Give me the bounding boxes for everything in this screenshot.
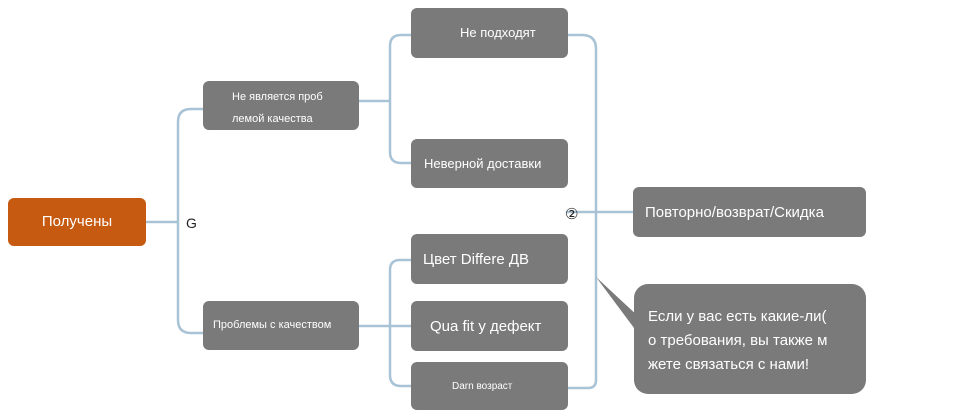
outcome-node[interactable]: Повторно/возврат/Скидка [633, 187, 866, 237]
callout-line2: о требования, вы также м [648, 332, 828, 349]
root-node[interactable]: Получены [8, 198, 146, 246]
connector-branch2-leaves [356, 258, 414, 388]
branch-quality-problems-label: Проблемы с качеством [213, 319, 332, 331]
leaf-not-fit[interactable]: Не подходят [411, 8, 568, 58]
step-marker: ② [565, 206, 579, 223]
connector-root-branches [144, 107, 206, 335]
callout-line3: жете связаться с нами! [648, 356, 810, 373]
callout-pointer [596, 277, 646, 344]
branch-quality-problems[interactable]: Проблемы с качеством [203, 301, 359, 350]
outcome-node-label: Повторно/возврат/Скидка [645, 204, 824, 221]
junction-label: G [184, 215, 199, 231]
leaf-quality-defect-label: Qua fit у дефект [430, 318, 542, 335]
callout-line1: Если у вас есть какие-ли( [648, 308, 827, 325]
leaf-quality-defect[interactable]: Qua fit у дефект [411, 301, 568, 351]
leaf-color-diff-label: Цвет Differe ДВ [423, 251, 530, 268]
leaf-color-diff[interactable]: Цвет Differe ДВ [411, 234, 568, 284]
branch-not-quality-line1: Не является проб [232, 91, 323, 103]
leaf-wrong-delivery-label: Неверной доставки [424, 156, 542, 171]
connector-leaves-outcome [565, 33, 634, 390]
root-node-label: Получены [41, 213, 113, 230]
callout-bubble: Если у вас есть какие-ли( о требования, … [634, 284, 866, 394]
leaf-damn-return[interactable]: Darn возраст [411, 362, 568, 410]
leaf-not-fit-label: Не подходят [460, 25, 536, 40]
leaf-wrong-delivery[interactable]: Неверной доставки [411, 139, 568, 188]
branch-not-quality[interactable]: Не является проб лемой качества [203, 81, 359, 130]
connector-branch1-leaves [356, 33, 414, 165]
leaf-damn-return-label: Darn возраст [452, 381, 513, 392]
branch-not-quality-line2: лемой качества [232, 113, 313, 125]
